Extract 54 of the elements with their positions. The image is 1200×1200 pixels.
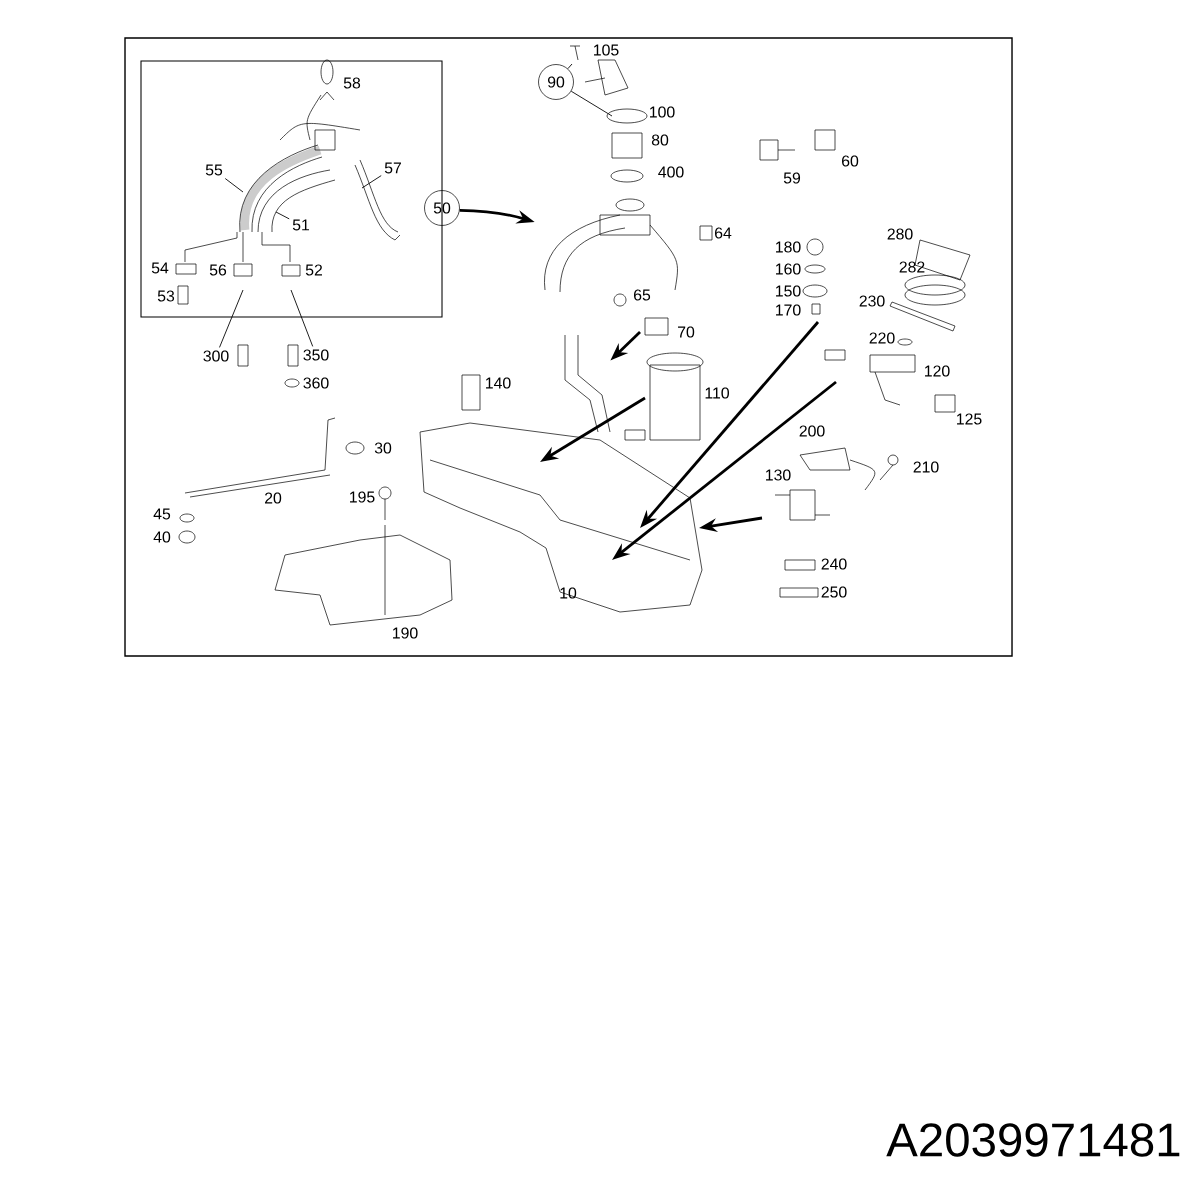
leader-line (361, 175, 382, 189)
callout-number: 80 (651, 134, 669, 146)
callout-number: 60 (842, 155, 859, 167)
callout-number: 120 (925, 365, 950, 377)
callout-number: 55 (205, 164, 223, 176)
callout-number: 360 (303, 377, 329, 389)
callout-number: 64 (715, 227, 732, 239)
callout-number: 51 (292, 219, 309, 231)
leader-line (570, 90, 613, 117)
callout-number: 53 (157, 290, 175, 302)
callout-number: 400 (658, 166, 684, 178)
callout-number: 105 (594, 44, 619, 56)
callout-number: 240 (821, 558, 847, 570)
callout-number: 195 (350, 491, 375, 503)
callout-number: 230 (859, 295, 885, 307)
part-drawing (419, 422, 703, 613)
leader-line (567, 63, 573, 70)
callout-number: 180 (776, 241, 801, 253)
callout-number: 45 (153, 508, 171, 520)
callout-number: 280 (887, 228, 913, 240)
callout-number: 210 (913, 461, 939, 473)
part-drawing (564, 334, 611, 433)
callout-number: 100 (650, 106, 675, 118)
callout-number: 110 (705, 387, 729, 399)
callout-number: 130 (766, 469, 791, 481)
callout-number: 220 (869, 332, 895, 344)
callout-number: 40 (153, 531, 171, 543)
callout-number: 250 (821, 586, 847, 598)
callout-number: 70 (678, 326, 695, 338)
callout-number: 190 (393, 627, 418, 639)
callout-number: 170 (776, 304, 801, 316)
callout-number: 140 (486, 377, 511, 389)
leader-line (224, 178, 244, 193)
callout-number: 282 (899, 261, 925, 273)
callout-number: 52 (305, 264, 322, 276)
callout-number: 125 (957, 413, 982, 425)
callout-number: 150 (776, 285, 801, 297)
callout-number: 30 (374, 442, 392, 454)
callout-number: 160 (776, 263, 801, 275)
callout-number: 56 (209, 264, 227, 276)
callout-number: 57 (384, 162, 401, 174)
callout-number: 59 (783, 172, 801, 184)
callout-number: 20 (265, 492, 282, 504)
callout-number: 200 (799, 425, 825, 437)
leader-line (290, 289, 314, 347)
callout-number: 10 (560, 587, 577, 599)
callout-number: 350 (303, 349, 329, 361)
callout-number: 300 (203, 350, 229, 362)
leader-line (275, 211, 290, 220)
callout-number: 54 (151, 262, 169, 274)
callout-number: 65 (634, 289, 651, 301)
leader-line (219, 289, 244, 348)
callout-number: 58 (343, 77, 361, 89)
part-number: A2039971481 (886, 1123, 1180, 1157)
